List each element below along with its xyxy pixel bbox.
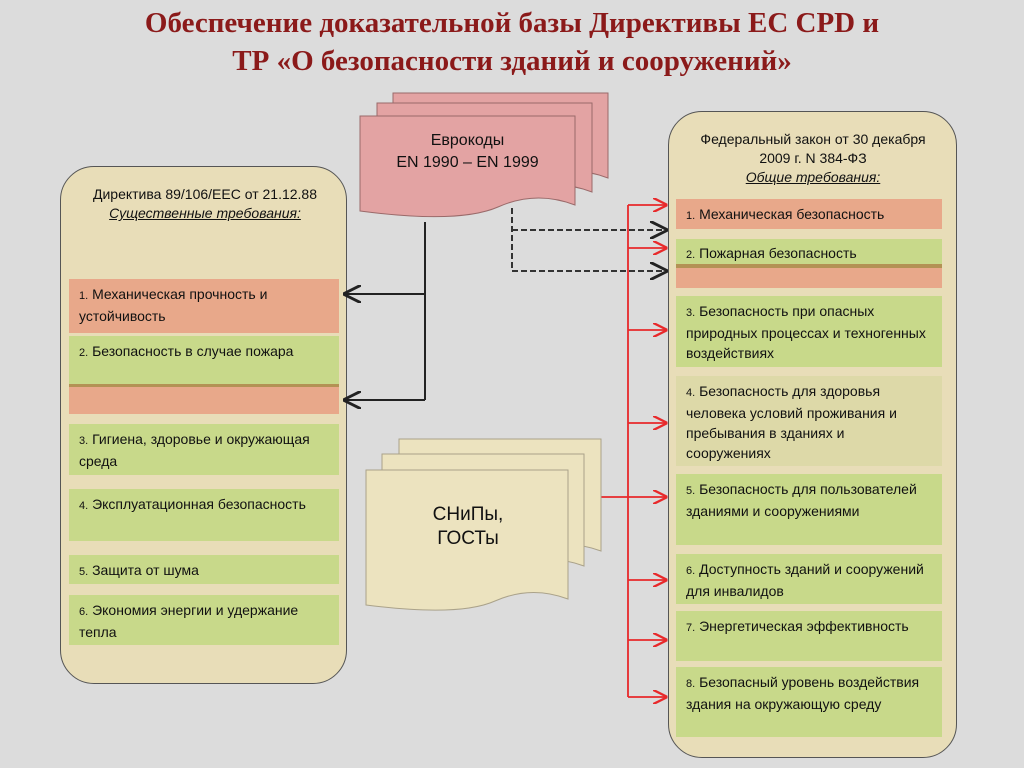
eurocodes-label-line1: Еврокоды [430,132,505,149]
directive-item-4-num: 4. [79,500,89,512]
eurocodes-document-stack [359,92,609,218]
snips-label-line2: ГОСТы [437,528,499,549]
directive-item-6-text: Экономия энергии и удержание тепла [79,602,299,640]
law-item-7: 7. Энергетическая эффективность [676,611,942,661]
eurocode-to-directive-connector [345,222,426,400]
directive-item-2-divider [69,384,339,387]
directive-item-1: 1. Механическая прочность и устойчивость [69,279,339,333]
law-item-6: 6. Доступность зданий и сооружений для и… [676,554,942,604]
federal-law-title: Федеральный закон от 30 декабря 2009 г. … [700,131,926,166]
federal-law-subtitle: Общие требования: [745,169,881,185]
law-item-8-num: 8. [686,678,696,690]
directive-item-3-text: Гигиена, здоровье и окружающая среда [79,431,310,469]
directive-title: Директива 89/106/EEC от 21.12.88 [92,186,317,202]
law-item-8: 8. Безопасный уровень воздействия здания… [676,667,942,737]
directive-item-2: 2. Безопасность в случае пожара [69,336,339,384]
slide-title-line1: Обеспечение доказательной базы Директивы… [144,7,880,39]
law-item-4-text: Безопасность для здоровья человека услов… [686,383,897,461]
law-item-3-num: 3. [686,307,696,319]
law-item-4-num: 4. [686,387,696,399]
directive-item-4: 4. Эксплуатационная безопасность [69,489,339,541]
snip-to-law-connector [585,205,666,697]
law-item-7-text: Энергетическая эффективность [699,618,909,634]
eurocode-to-law-connector [511,208,666,271]
law-item-2-num: 2. [686,249,696,261]
directive-item-2-num: 2. [79,347,89,359]
directive-item-3: 3. Гигиена, здоровье и окружающая среда [69,424,339,475]
directive-item-6: 6. Экономия энергии и удержание тепла [69,595,339,645]
law-item-8-text: Безопасный уровень воздействия здания на… [686,674,920,712]
law-item-1-text: Механическая безопасность [699,206,885,222]
law-item-5: 5. Безопасность для пользователей здания… [676,474,942,545]
directive-item-1-num: 1. [79,290,89,302]
eurocode-sheet-front [359,115,576,218]
law-item-7-num: 7. [686,622,696,634]
law-item-2-text: Пожарная безопасность [699,245,857,261]
directive-item-1-text: Механическая прочность и устойчивость [79,286,268,324]
snip-sheet-front [365,469,569,611]
law-item-6-text: Доступность зданий и сооружений для инва… [686,561,924,599]
law-item-2-divider [676,264,942,268]
directive-item-5: 5. Защита от шума [69,555,339,584]
directive-item-2-text: Безопасность в случае пожара [92,343,294,359]
directive-item-5-num: 5. [79,566,89,578]
law-item-2-red-band [676,268,942,288]
slide-title-line2: ТР «О безопасности зданий и сооружений» [232,45,792,77]
directive-header: Директива 89/106/EEC от 21.12.88 Существ… [87,185,323,223]
snips-label-line1: СНиПы, [432,504,504,525]
directive-item-3-num: 3. [79,435,89,447]
law-item-4: 4. Безопасность для здоровья человека ус… [676,376,942,466]
snips-document-stack [365,438,602,611]
directive-item-4-text: Эксплуатационная безопасность [92,496,306,512]
directive-item-2-red-band [69,387,339,414]
law-item-3-text: Безопасность при опасных природных проце… [686,303,926,361]
law-item-1-num: 1. [686,210,696,222]
federal-law-header: Федеральный закон от 30 декабря 2009 г. … [693,130,933,187]
snips-label: СНиПы, ГОСТы [368,503,568,551]
law-item-6-num: 6. [686,565,696,577]
law-item-5-num: 5. [686,485,696,497]
eurocodes-label-line2: EN 1990 – EN 1999 [396,154,539,171]
law-item-1: 1. Механическая безопасность [676,199,942,229]
law-item-3: 3. Безопасность при опасных природных пр… [676,296,942,367]
directive-item-5-text: Защита от шума [92,562,199,578]
eurocodes-label: Еврокоды EN 1990 – EN 1999 [360,130,575,174]
law-item-2: 2. Пожарная безопасность [676,239,942,264]
slide-title: Обеспечение доказательной базы Директивы… [0,4,1024,80]
directive-subtitle: Существенные требования: [109,205,301,221]
directive-item-6-num: 6. [79,606,89,618]
law-item-5-text: Безопасность для пользователей зданиями … [686,481,917,519]
